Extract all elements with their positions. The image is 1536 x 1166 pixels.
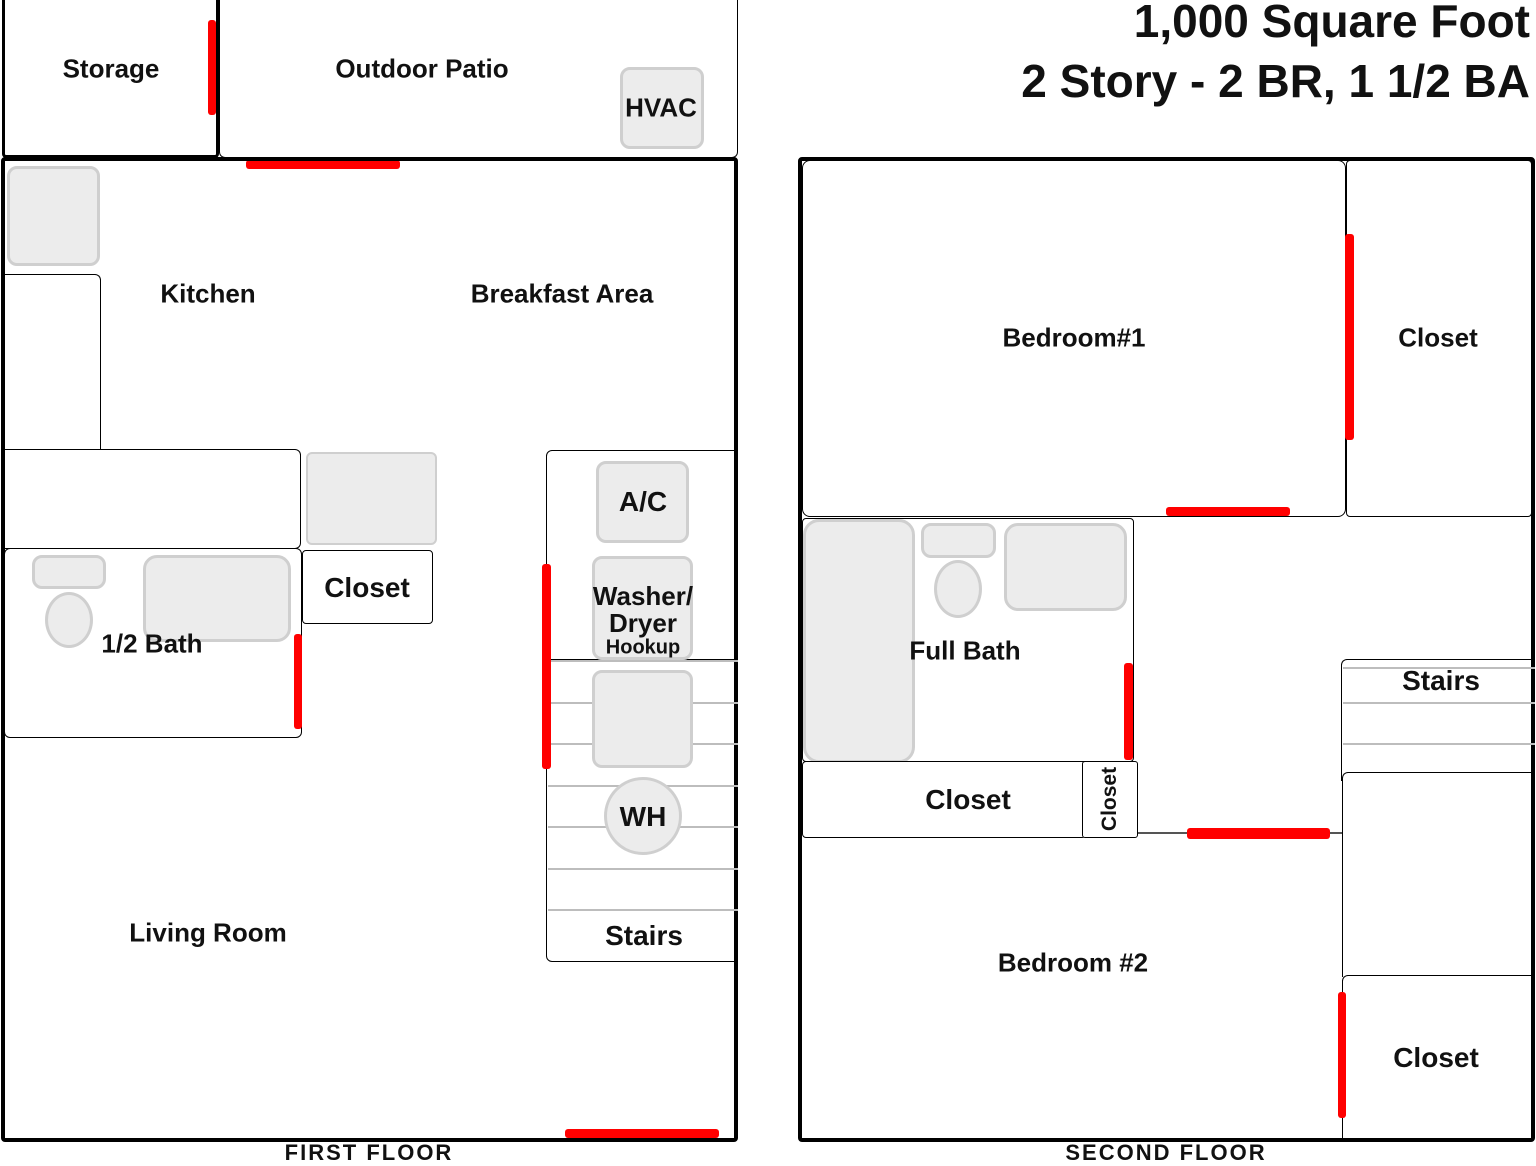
kitchen-label: Kitchen: [160, 278, 256, 309]
hvac-unit: [620, 67, 704, 149]
stair-tread: [548, 868, 738, 870]
patio-label: Outdoor Patio: [335, 53, 509, 84]
front-door: [565, 1129, 719, 1138]
stair-tread: [1343, 702, 1535, 704]
half-bath-door: [294, 634, 302, 729]
full-bath-door: [1124, 663, 1133, 760]
storage-room: [2, 0, 219, 158]
first-floor-closet: [302, 550, 433, 624]
first-floor-outline: [1, 157, 738, 1142]
hvac-label: HVAC: [625, 92, 697, 123]
small-closet-label: Closet: [1098, 766, 1121, 832]
small-closet: [1082, 761, 1138, 838]
bedroom-1: [802, 160, 1346, 517]
stove: [306, 452, 437, 545]
hall-closet-label: Closet: [925, 784, 1011, 815]
half-bath-label: 1/2 Bath: [101, 628, 203, 659]
patio-door: [246, 160, 400, 169]
stair-tread: [1343, 743, 1535, 745]
living-room-label: Living Room: [129, 917, 287, 948]
stair-landing: [1342, 772, 1532, 977]
plan-title-line1: 1,000 Square Foot: [1133, 0, 1530, 47]
second-floor-outline: [798, 157, 1535, 1142]
breakfast-area-label: Breakfast Area: [470, 278, 654, 309]
refrigerator: [7, 166, 100, 266]
kitchen-counter-bottom: [4, 449, 301, 549]
storage-door: [208, 20, 216, 115]
ac-unit: [596, 461, 689, 543]
first-floor-closet-label: Closet: [324, 572, 410, 603]
half-bath-toilet-bowl: [45, 592, 93, 648]
full-bath-label: Full Bath: [909, 635, 1021, 666]
first-floor-caption: FIRST FLOOR: [284, 1140, 454, 1165]
full-bath-toilet-bowl: [934, 560, 982, 618]
second-floor-stairs: [1341, 659, 1535, 781]
ac-label: A/C: [618, 486, 668, 517]
plan-title-line2: 2 Story - 2 BR, 1 1/2 BA: [1021, 55, 1530, 107]
bedroom-2-label: Bedroom #2: [997, 947, 1149, 978]
second-floor-stairs-label: Stairs: [1402, 665, 1480, 696]
bedroom-2-door: [1187, 828, 1330, 839]
kitchen-counter-left: [4, 274, 101, 450]
bedroom-1-door: [1166, 507, 1290, 516]
bedroom-1-closet-label: Closet: [1398, 322, 1478, 353]
washer-dryer-label: Washer/ Dryer: [592, 581, 694, 638]
storage-label: Storage: [62, 53, 160, 84]
washer-dryer-unit: [592, 556, 693, 660]
half-bath-sink: [143, 555, 291, 642]
first-floor-stairs-label: Stairs: [605, 920, 683, 951]
second-floor-caption: SECOND FLOOR: [1065, 1140, 1267, 1165]
utility-fixture: [592, 670, 693, 768]
bedroom-1-label: Bedroom#1: [1002, 322, 1146, 353]
water-heater-label: WH: [619, 801, 667, 832]
stair-tread: [1343, 667, 1535, 669]
hookup-label: Hookup: [605, 636, 681, 659]
full-bath-sink: [1004, 523, 1127, 611]
stair-tread: [548, 909, 738, 911]
water-heater: [604, 777, 682, 855]
full-bath-toilet-tank: [921, 523, 996, 558]
bedroom-2-closet-door: [1338, 992, 1346, 1118]
bedroom-1-closet-door: [1345, 234, 1354, 440]
bathtub: [803, 519, 915, 763]
hall-closet: [802, 761, 1086, 838]
bedroom-2-closet-label: Closet: [1393, 1042, 1479, 1073]
utility-door: [542, 564, 551, 769]
stair-tread: [548, 660, 738, 662]
half-bath-toilet-tank: [32, 555, 106, 589]
